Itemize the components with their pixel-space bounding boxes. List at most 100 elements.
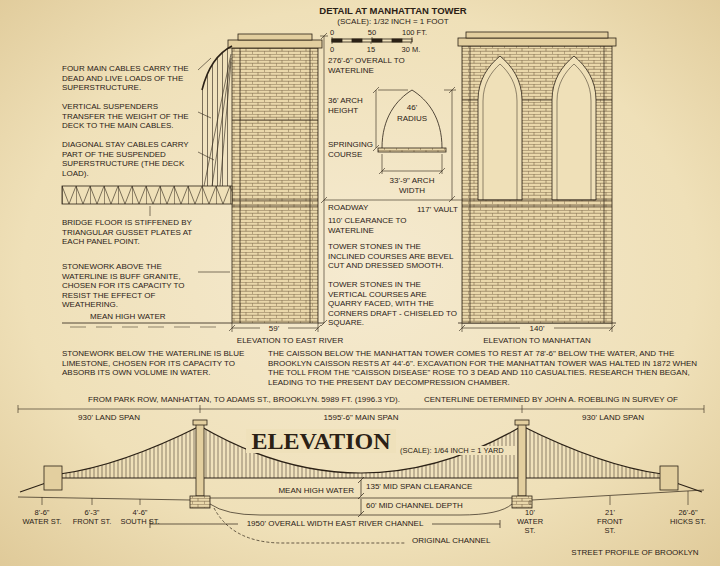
dimension-label: 276'-6" OVERALL TO WATERLINE [328,56,420,75]
bridge-elevation [512,496,532,508]
dimension-label: 135' MID SPAN CLEARANCE [366,482,496,492]
street-profile [532,490,704,500]
scale-note: (SCALE): 1/64 INCH = 1 YARD [400,446,516,455]
dimension-line [379,154,445,174]
leader-line [198,112,211,118]
suspension-cables [204,54,231,186]
front-tower [552,56,596,200]
survey-note: CENTERLINE DETERMINED BY JOHN A. ROEBLIN… [424,395,716,405]
scale-number: 15 [361,45,381,54]
bridge-elevation [200,426,522,478]
dimension-label: 110' CLEARANCE TO WATERLINE [328,216,412,235]
bridge-drawing [18,32,704,543]
scale-number: 50 [362,28,382,37]
front-tower [462,46,612,323]
callout-note: STONEWORK ABOVE THE WATERLINE IS BUFF GR… [62,262,198,310]
bridge-elevation [515,420,529,425]
callout-note: BRIDGE FLOOR IS STIFFENED BY TRIANGULAR … [62,218,198,247]
bridge-elevation [660,466,678,490]
dimension-line [444,87,456,202]
callout-note: TOWER STONES IN THE INCLINED COURSES ARE… [328,242,458,271]
leader-line [150,206,151,216]
street-profile [18,497,190,500]
scale-number: 30 M. [390,45,432,54]
street-label: 21' FRONT ST. [592,508,628,535]
side-tower [232,48,318,323]
scale-bar [332,37,412,44]
side-tower [238,34,312,40]
span-label: 930' LAND SPAN [553,413,673,423]
dimension-line [320,33,328,326]
street-label: 4'-6" SOUTH ST. [120,508,160,526]
bridge-elevation [518,424,526,496]
front-tower [557,64,591,200]
leader-line [198,58,211,70]
dimension-label: 36' ARCH HEIGHT [328,96,372,115]
front-tower [458,38,616,46]
span-label: 930' LAND SPAN [49,413,169,423]
bridge-elevation [193,420,207,425]
callout-note: STONEWORK BELOW THE WATERLINE IS BLUE LI… [62,349,254,378]
dimension-label: 1950' OVERALL WIDTH EAST RIVER CHANNEL [230,519,440,529]
section-heading: ELEVATION [246,429,396,453]
callout-note: TOWER STONES IN THE VERTICAL COURSES ARE… [328,280,460,328]
water-level-label: MEAN HIGH WATER [90,312,190,322]
callout-note: FOUR MAIN CABLES CARRY THE DEAD AND LIVE… [62,64,198,93]
arch-detail [378,148,446,152]
bridge-elevation [60,426,662,474]
front-tower [478,56,522,200]
street-label: 6'-3" FRONT ST. [72,508,112,526]
view-label: ELEVATION TO EAST RIVER [220,336,360,346]
span-dimension [18,405,704,413]
span-dimension [18,405,704,413]
scale-number: 0 [327,45,337,54]
scale-bar [352,39,362,42]
profile-label: STREET PROFILE OF BROOKLYN [560,548,710,558]
street-label: 10' WATER ST. [512,508,548,535]
bridge-elevation [44,466,62,490]
scale-bar [372,39,382,42]
side-tower [232,48,318,323]
deck-truss [62,186,232,204]
callout-note: VERTICAL SUSPENDERS TRANSFER THE WEIGHT … [62,102,198,131]
bridge-elevation [190,496,210,508]
dimension-label: 140' [525,324,549,334]
dimension-line [324,200,462,201]
dimension-label: 46' [400,103,424,113]
scale-bar [392,39,402,42]
bridge-elevation [196,424,204,496]
part-label: ORIGINAL CHANNEL [412,536,504,546]
scale-bar [332,39,342,42]
street-label: 8'-6" WATER ST. [22,508,62,526]
front-tower [458,32,616,323]
leader-line [198,152,214,160]
dimension-label: 33'-9" ARCH WIDTH [380,176,444,195]
view-label: ELEVATION TO MANHATTAN [472,336,602,346]
dimension-label: RADIUS [392,114,432,124]
water-level-label: MEAN HIGH WATER [268,486,354,496]
deck-truss [62,186,232,204]
dimension-line [229,33,615,332]
side-tower [228,40,322,48]
front-tower [466,32,608,38]
street-profile [18,490,704,505]
river-profile [358,477,364,517]
part-label: ROADWAY [328,203,388,213]
scale-bar [332,37,412,44]
dimension-label: 117' VAULT [410,205,458,215]
history-note: THE CAISSON BELOW THE MANHATTAN TOWER CO… [268,349,712,387]
leader-line [198,272,230,273]
river-profile [210,498,512,499]
callout-note: DIAGONAL STAY CABLES CARRY PART OF THE S… [62,140,198,178]
street-label: 26'-6" HICKS ST. [666,508,710,526]
route-note: FROM PARK ROW, MANHATTAN, TO ADAMS ST., … [88,395,418,405]
front-tower [483,64,517,200]
dimension-label: 60' MID CHANNEL DEPTH [366,501,486,511]
side-tower [228,34,322,323]
part-label: SPRINGING COURSE [328,140,374,159]
scale-number: 100 FT. [392,28,437,37]
arch-detail [382,90,442,148]
arch-detail [378,90,446,152]
street-profile [42,491,688,505]
